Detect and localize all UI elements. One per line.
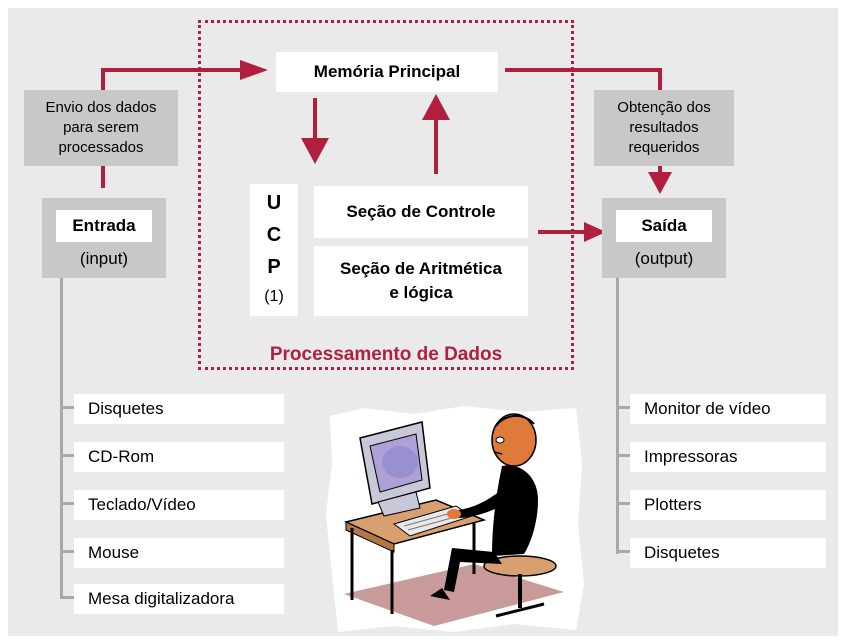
secao-aritmetica-box: Seção de Aritmética e lógica bbox=[314, 246, 528, 316]
entrada-subtitle-box: (input) bbox=[42, 246, 166, 272]
up-arrowhead bbox=[422, 94, 450, 120]
input-branch-2 bbox=[60, 454, 74, 457]
down-arrowhead bbox=[301, 138, 329, 164]
input-device-mesa: Mesa digitalizadora bbox=[74, 584, 284, 614]
secao-controle-box: Seção de Controle bbox=[314, 186, 528, 238]
entrada-subtitle: (input) bbox=[79, 249, 129, 268]
output-device-disquetes: Disquetes bbox=[630, 538, 826, 568]
computer-user-illustration bbox=[326, 406, 584, 632]
output-down-arrowhead bbox=[648, 172, 672, 194]
down-arrow-shaft bbox=[313, 98, 317, 140]
input-note-box: Envio dos dados para serem processados bbox=[24, 90, 178, 166]
output-device-monitor: Monitor de vídeo bbox=[630, 394, 826, 424]
output-note-box: Obtenção dos resultados requeridos bbox=[594, 90, 734, 166]
ucp-box: U C P (1) bbox=[250, 184, 298, 316]
output-branch-3 bbox=[616, 502, 630, 505]
output-branch-2 bbox=[616, 454, 630, 457]
memoria-in-arrow bbox=[240, 60, 268, 80]
secao-controle-label: Seção de Controle bbox=[346, 202, 496, 221]
input-branch-3 bbox=[60, 502, 74, 505]
saida-title: Saída bbox=[641, 216, 687, 235]
input-branch-1 bbox=[60, 406, 74, 409]
up-arrow-shaft bbox=[434, 118, 438, 174]
secao-aritmetica-line-1: Seção de Aritmética bbox=[340, 259, 502, 278]
ucp-letter-u: U bbox=[266, 191, 282, 214]
saida-subtitle-box: (output) bbox=[602, 246, 726, 272]
input-note-line-3: processados bbox=[58, 139, 144, 156]
saida-connector-line bbox=[538, 230, 588, 234]
input-device-disquetes: Disquetes bbox=[74, 394, 284, 424]
input-device-mouse: Mouse bbox=[74, 538, 284, 568]
input-note-line-2: para serem bbox=[63, 119, 139, 136]
input-branch-5 bbox=[60, 596, 74, 599]
input-tree-trunk bbox=[60, 276, 63, 598]
ucp-letter-c: C bbox=[266, 223, 282, 246]
output-branch-1 bbox=[616, 406, 630, 409]
arrowheads bbox=[60, 60, 672, 599]
memoria-principal-label: Memória Principal bbox=[313, 62, 461, 81]
ucp-note: (1) bbox=[264, 288, 284, 305]
entrada-title: Entrada bbox=[72, 216, 136, 235]
output-note-line-2: resultados bbox=[629, 119, 699, 136]
input-device-teclado: Teclado/Vídeo bbox=[74, 490, 284, 520]
output-top-line bbox=[505, 68, 660, 72]
entrada-box: Entrada (input) bbox=[42, 198, 166, 278]
output-device-impressoras: Impressoras bbox=[630, 442, 826, 472]
output-note-line-3: requeridos bbox=[628, 139, 700, 156]
processing-frame bbox=[198, 20, 574, 370]
secao-aritmetica-line-2: e lógica bbox=[389, 283, 453, 302]
entrada-title-box: Entrada bbox=[56, 210, 152, 242]
input-top-line bbox=[101, 68, 246, 72]
output-branch-4 bbox=[616, 550, 630, 553]
processamento-label: Processamento de Dados bbox=[269, 344, 503, 365]
saida-arrowhead bbox=[584, 222, 606, 242]
saida-box: Saída (output) bbox=[602, 198, 726, 278]
saida-subtitle: (output) bbox=[634, 249, 694, 268]
diagram-canvas: Memória Principal Envio dos dados para s… bbox=[8, 8, 838, 636]
saida-title-box: Saída bbox=[616, 210, 712, 242]
output-tree-trunk bbox=[616, 276, 619, 554]
input-device-cd-rom: CD-Rom bbox=[74, 442, 284, 472]
input-note-line-1: Envio dos dados bbox=[45, 99, 157, 116]
processamento-label-box: Processamento de Dados bbox=[200, 340, 572, 370]
ucp-letter-p: P bbox=[267, 255, 281, 278]
memoria-principal-box: Memória Principal bbox=[276, 52, 498, 92]
output-device-plotters: Plotters bbox=[630, 490, 826, 520]
input-branch-4 bbox=[60, 550, 74, 553]
output-note-line-1: Obtenção dos bbox=[617, 99, 711, 116]
